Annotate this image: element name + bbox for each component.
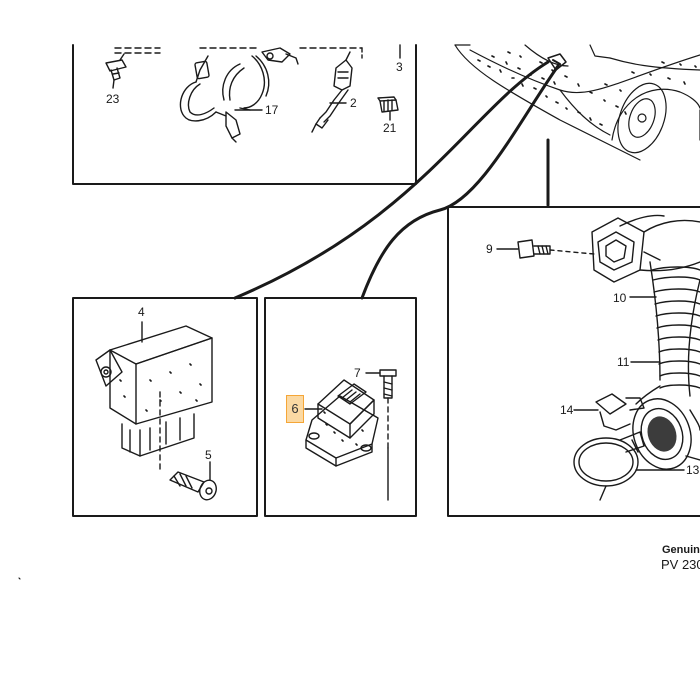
control-unit-6	[305, 369, 397, 501]
callout-14[interactable]: 14	[560, 403, 574, 417]
pointer-lines	[233, 60, 560, 300]
document-code: PV 230	[661, 557, 700, 572]
wiring-harness-17	[179, 47, 299, 143]
callout-6[interactable]: 6	[286, 395, 304, 423]
sensor-connector-2	[311, 51, 353, 133]
callout-2[interactable]: 2	[350, 96, 357, 110]
callout-5[interactable]: 5	[205, 448, 212, 462]
callout-7[interactable]: 7	[354, 366, 361, 380]
bolt-23-drawing	[105, 53, 127, 89]
callout-9[interactable]: 9	[486, 242, 493, 256]
callout-17[interactable]: 17	[265, 103, 279, 117]
genuine-label: Genuin	[662, 544, 700, 556]
callout-11[interactable]: 11	[617, 355, 630, 369]
panel-control-unit-6	[264, 297, 417, 517]
car-illustration	[454, 44, 700, 161]
relay-unit-4	[95, 325, 217, 501]
top-left-panel	[72, 44, 417, 185]
stray-mark	[18, 577, 21, 580]
clip-21	[377, 96, 399, 113]
callout-3[interactable]: 3	[396, 60, 403, 74]
panel-air-intake	[447, 206, 700, 517]
panel-relay-4	[72, 297, 258, 517]
callout-23[interactable]: 23	[106, 92, 120, 106]
callout-10[interactable]: 10	[613, 291, 627, 305]
callout-13[interactable]: 13	[686, 463, 700, 477]
callout-21[interactable]: 21	[383, 121, 397, 135]
callout-4[interactable]: 4	[138, 305, 145, 319]
air-intake-assembly	[517, 214, 700, 501]
